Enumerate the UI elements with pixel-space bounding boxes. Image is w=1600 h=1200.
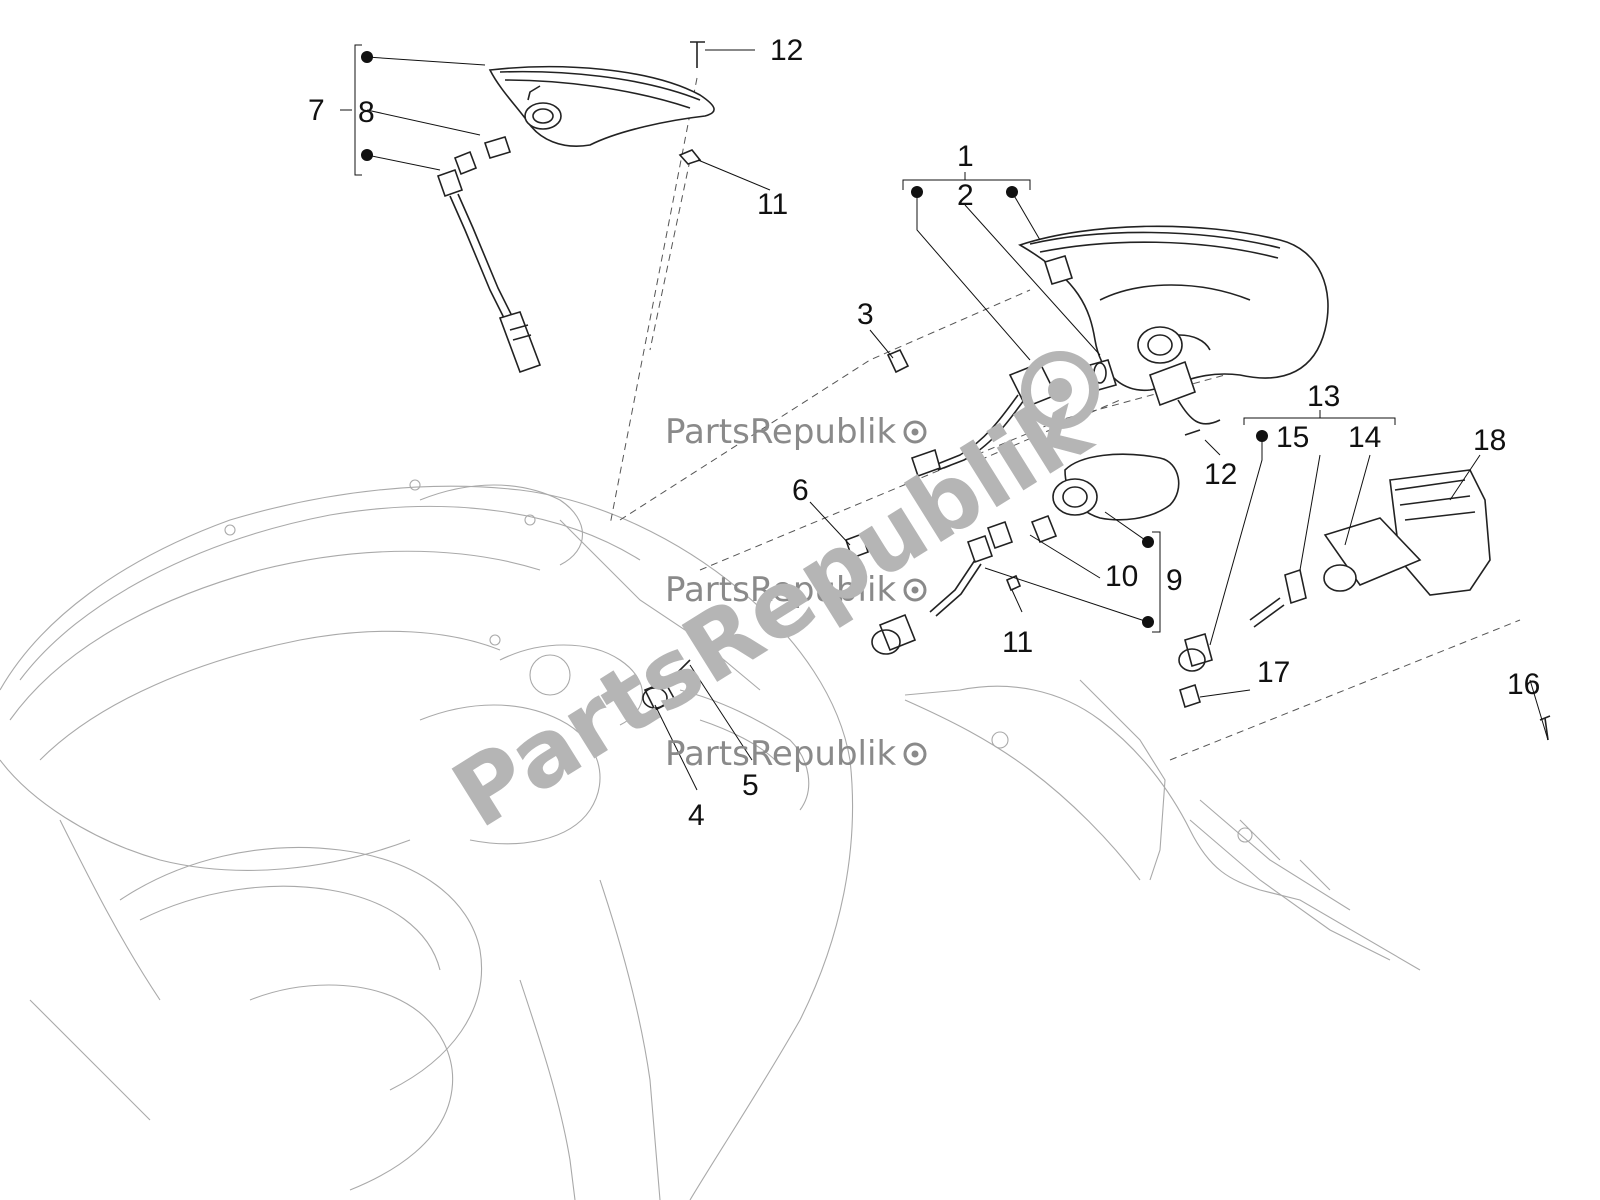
callout-6: 6 bbox=[792, 474, 809, 507]
watermark-layer: PartsRepublik PartsRepublik PartsRepubli… bbox=[435, 351, 1109, 849]
gear-icon bbox=[903, 420, 927, 444]
callout-2: 2 bbox=[957, 179, 974, 212]
callout-12: 12 bbox=[770, 34, 803, 67]
tail-light-assembly bbox=[886, 225, 1329, 478]
callout-labels: 12 7 8 11 1 2 3 13 15 14 18 12 6 10 9 11… bbox=[308, 34, 1540, 832]
callout-5: 5 bbox=[742, 769, 759, 802]
callout-17: 17 bbox=[1257, 656, 1290, 689]
watermark-text: PartsRepublik bbox=[665, 570, 896, 610]
callout-1: 1 bbox=[957, 140, 974, 173]
license-light-assembly bbox=[1178, 469, 1551, 741]
callout-11: 11 bbox=[757, 188, 788, 221]
callout-15: 15 bbox=[1276, 421, 1309, 454]
gear-icon bbox=[903, 578, 927, 602]
callout-4: 4 bbox=[688, 799, 705, 832]
front-indicator-assembly bbox=[436, 41, 715, 374]
callout-11: 11 bbox=[1002, 626, 1033, 659]
callout-14: 14 bbox=[1348, 421, 1381, 454]
fastener-parts bbox=[642, 659, 691, 712]
callout-10: 10 bbox=[1105, 560, 1138, 593]
callout-8: 8 bbox=[358, 96, 375, 129]
callout-16: 16 bbox=[1507, 668, 1540, 701]
rear-fender-outline bbox=[904, 679, 1421, 971]
callout-18: 18 bbox=[1473, 424, 1506, 457]
group-brackets bbox=[340, 44, 1549, 791]
callout-3: 3 bbox=[857, 298, 874, 331]
callout-9: 9 bbox=[1166, 564, 1183, 597]
watermark-text: PartsRepublik bbox=[665, 734, 896, 774]
callout-12: 12 bbox=[1204, 458, 1237, 491]
gear-icon bbox=[903, 742, 927, 766]
gear-icon bbox=[1021, 351, 1099, 429]
callout-7: 7 bbox=[308, 94, 325, 127]
callout-13: 13 bbox=[1307, 380, 1340, 413]
alignment-lines bbox=[609, 77, 1521, 761]
watermark-text: PartsRepublik bbox=[665, 412, 896, 452]
rear-indicator-assembly bbox=[844, 453, 1180, 655]
